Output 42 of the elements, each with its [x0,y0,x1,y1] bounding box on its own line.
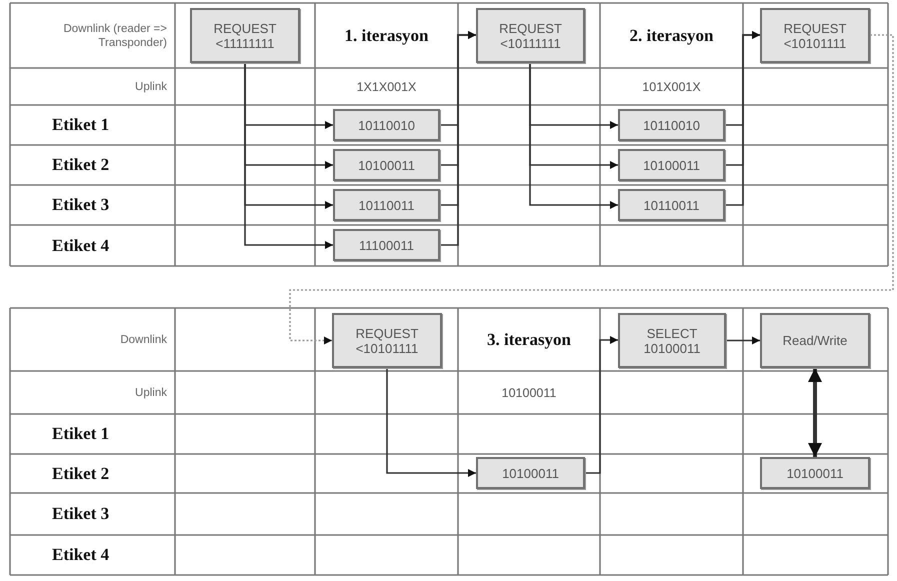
row-header: Downlink (reader => Transponder) [62,22,167,50]
arrow [244,63,333,249]
tag-id-box: 10110010 [333,109,440,141]
tag-id-box: 10100011 [760,457,870,489]
double-arrow [808,368,822,457]
iteration-label: 2. iterasyon [629,26,714,46]
request-box: REQUEST <10101111 [332,313,442,368]
dotted-arrow [289,34,894,344]
uplink-value: 101X001X [642,80,701,94]
tag-label: Etiket 4 [52,545,110,565]
row-header: Uplink [135,386,167,400]
tag-id-box: 10100011 [333,149,440,181]
tag-id-box: 10110011 [333,189,440,221]
row-header: Downlink [120,332,167,346]
tag-id-box: 10110010 [618,109,725,141]
arrow [440,31,476,246]
arrow [726,336,760,344]
arrow [529,63,618,209]
read-write-box: Read/Write [760,313,870,368]
iteration-label: 1. iterasyon [344,26,429,46]
request-box: REQUEST <11111111 [190,8,300,63]
tag-label: Etiket 3 [52,504,110,524]
uplink-value: 10100011 [502,386,556,400]
request-box: REQUEST <10111111 [476,8,585,63]
tag-id-box: 10110011 [618,189,725,221]
tag-id-box: 10100011 [618,149,725,181]
tag-label: Etiket 1 [52,424,110,444]
select-box: SELECT 10100011 [618,313,726,368]
tag-label: Etiket 2 [52,464,110,484]
arrow [725,31,760,206]
tag-id-box: 11100011 [333,229,440,261]
tag-label: Etiket 3 [52,195,110,215]
iteration-label: 3. iterasyon [486,330,572,350]
tag-label: Etiket 2 [52,155,110,175]
request-box: REQUEST <10101111 [760,8,870,63]
tag-id-box: 10100011 [476,457,585,489]
tag-label: Etiket 4 [52,236,110,256]
uplink-value: 1X1X001X [356,80,416,94]
tag-label: Etiket 1 [52,115,110,135]
arrow [585,336,618,474]
row-header: Uplink [135,80,167,94]
arrow [386,368,476,477]
